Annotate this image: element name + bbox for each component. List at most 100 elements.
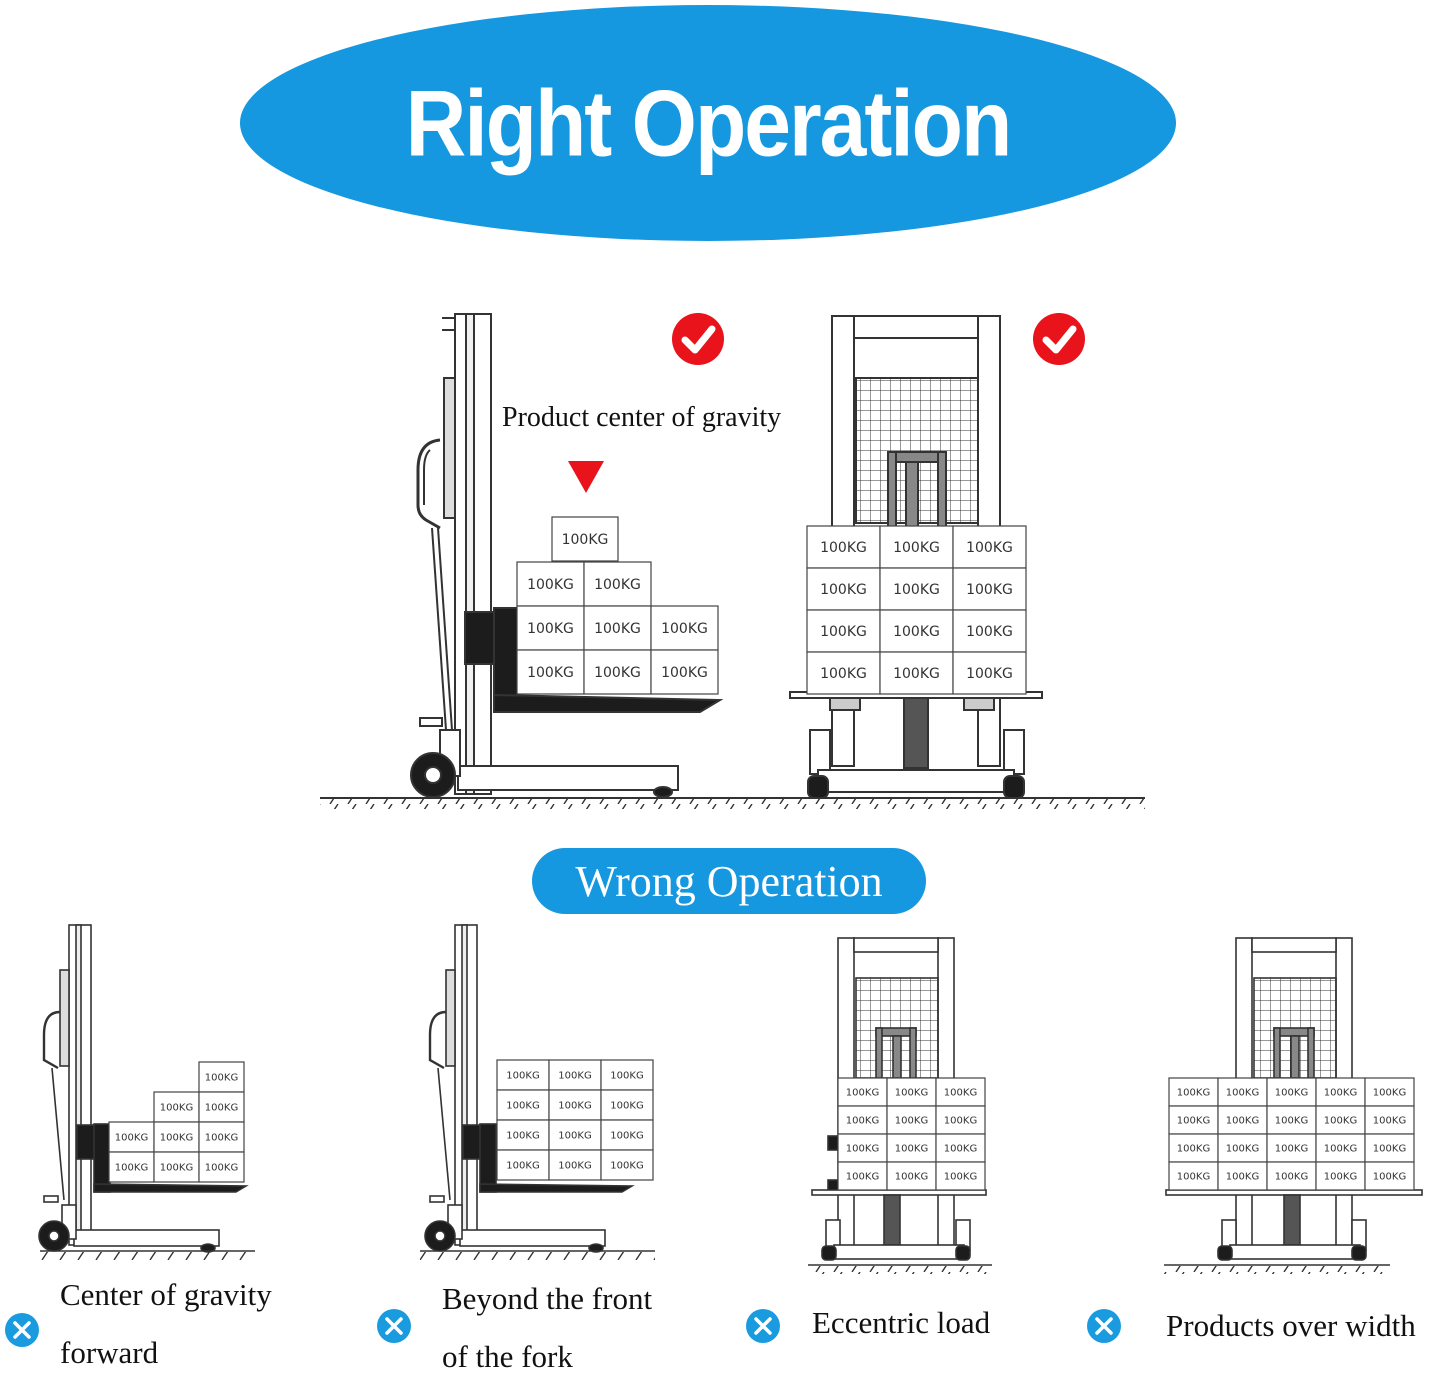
load-box-label: 100KG bbox=[205, 1163, 238, 1174]
wrong-case-4-line-1: Products over width bbox=[1166, 1308, 1416, 1343]
load-box bbox=[879, 567, 954, 611]
load-box-label: 100KG bbox=[594, 665, 641, 681]
load-box-label: 100KG bbox=[562, 532, 609, 548]
load-box bbox=[650, 649, 719, 695]
load-box bbox=[600, 1119, 654, 1151]
load-box-label: 100KG bbox=[527, 665, 574, 681]
load-box bbox=[806, 567, 881, 611]
load-box-label: 100KG bbox=[1275, 1116, 1308, 1127]
load-box-label: 100KG bbox=[205, 1103, 238, 1114]
check-circle-icon bbox=[672, 313, 724, 365]
load-box bbox=[600, 1089, 654, 1121]
gravity-arrow-icon bbox=[568, 461, 604, 493]
load-box bbox=[952, 567, 1027, 611]
load-box-label: 100KG bbox=[1177, 1116, 1210, 1127]
load-box-label: 100KG bbox=[506, 1131, 539, 1142]
load-box-label: 100KG bbox=[1373, 1116, 1406, 1127]
load-box-label: 100KG bbox=[820, 666, 867, 682]
load-box bbox=[1266, 1077, 1317, 1107]
load-box-label: 100KG bbox=[846, 1144, 879, 1155]
load-box-label: 100KG bbox=[895, 1088, 928, 1099]
load-box bbox=[806, 525, 881, 569]
load-box bbox=[935, 1105, 986, 1135]
load-box-label: 100KG bbox=[558, 1131, 591, 1142]
load-box-label: 100KG bbox=[966, 540, 1013, 556]
stacker-side-view-correct bbox=[410, 313, 724, 798]
load-box bbox=[153, 1091, 200, 1123]
load-box-label: 100KG bbox=[1226, 1116, 1259, 1127]
x-circle-icon bbox=[746, 1309, 780, 1343]
load-box-label: 100KG bbox=[846, 1088, 879, 1099]
load-box bbox=[600, 1059, 654, 1091]
ground-line bbox=[420, 1250, 655, 1260]
load-box-label: 100KG bbox=[820, 582, 867, 598]
load-box bbox=[1364, 1161, 1415, 1191]
load-box bbox=[1315, 1077, 1366, 1107]
wrong-case-1-line-1: Center of gravity bbox=[60, 1277, 272, 1312]
load-box bbox=[1217, 1133, 1268, 1163]
load-box-label: 100KG bbox=[895, 1116, 928, 1127]
load-box bbox=[548, 1149, 602, 1181]
x-circle-icon bbox=[1087, 1309, 1121, 1343]
wrong-case-3-line-1: Eccentric load bbox=[812, 1305, 991, 1340]
load-box bbox=[935, 1133, 986, 1163]
load-box-label: 100KG bbox=[610, 1161, 643, 1172]
ground-line bbox=[1164, 1264, 1390, 1274]
load-box-label: 100KG bbox=[1275, 1144, 1308, 1155]
load-box-label: 100KG bbox=[506, 1101, 539, 1112]
load-box bbox=[516, 649, 585, 695]
load-box-label: 100KG bbox=[1226, 1088, 1259, 1099]
load-box-label: 100KG bbox=[1177, 1088, 1210, 1099]
load-box-label: 100KG bbox=[594, 577, 641, 593]
load-box-label: 100KG bbox=[1226, 1144, 1259, 1155]
load-box bbox=[1315, 1133, 1366, 1163]
load-box bbox=[952, 609, 1027, 653]
wrong-case-4-caption: Products over width bbox=[1166, 1297, 1416, 1355]
load-box-label: 100KG bbox=[205, 1133, 238, 1144]
load-box bbox=[1217, 1105, 1268, 1135]
wrong-case-2-line-2: of the fork bbox=[442, 1339, 573, 1374]
load-box-label: 100KG bbox=[1177, 1172, 1210, 1183]
load-box bbox=[198, 1151, 245, 1183]
load-box bbox=[837, 1161, 888, 1191]
x-circle-icon bbox=[377, 1309, 411, 1343]
load-box-label: 100KG bbox=[610, 1071, 643, 1082]
stacker-side-view-wrong-2 bbox=[424, 924, 635, 1253]
load-box-label: 100KG bbox=[1324, 1172, 1357, 1183]
load-box bbox=[496, 1149, 550, 1181]
wrong-case-3-caption: Eccentric load bbox=[812, 1294, 990, 1352]
load-box-label: 100KG bbox=[558, 1071, 591, 1082]
load-box bbox=[548, 1089, 602, 1121]
right-operation-banner: Right Operation bbox=[240, 5, 1176, 241]
load-box bbox=[952, 525, 1027, 569]
load-box-label: 100KG bbox=[895, 1144, 928, 1155]
load-box-label: 100KG bbox=[966, 666, 1013, 682]
check-circle-icon bbox=[1033, 313, 1085, 365]
load-box-label: 100KG bbox=[1324, 1088, 1357, 1099]
load-box bbox=[198, 1091, 245, 1123]
load-box bbox=[1217, 1077, 1268, 1107]
load-box-label: 100KG bbox=[944, 1144, 977, 1155]
load-box-label: 100KG bbox=[944, 1172, 977, 1183]
load-box-label: 100KG bbox=[1275, 1172, 1308, 1183]
load-box-label: 100KG bbox=[944, 1116, 977, 1127]
load-box-label: 100KG bbox=[893, 540, 940, 556]
load-box-label: 100KG bbox=[893, 666, 940, 682]
wrong-operation-title: Wrong Operation bbox=[575, 856, 883, 906]
load-box-label: 100KG bbox=[160, 1133, 193, 1144]
load-box-label: 100KG bbox=[661, 665, 708, 681]
load-box-label: 100KG bbox=[527, 621, 574, 637]
load-box bbox=[879, 609, 954, 653]
load-box bbox=[1168, 1077, 1219, 1107]
load-box bbox=[650, 605, 719, 651]
load-box bbox=[198, 1061, 245, 1093]
load-boxes-wrong-3: 100KG 100KG 100KG 100KG 100KG 100KG 100KG 100KG… bbox=[837, 1077, 986, 1191]
load-box bbox=[806, 651, 881, 695]
load-box-label: 100KG bbox=[944, 1088, 977, 1099]
load-box bbox=[1217, 1161, 1268, 1191]
wrong-operation-banner: Wrong Operation bbox=[532, 848, 926, 914]
